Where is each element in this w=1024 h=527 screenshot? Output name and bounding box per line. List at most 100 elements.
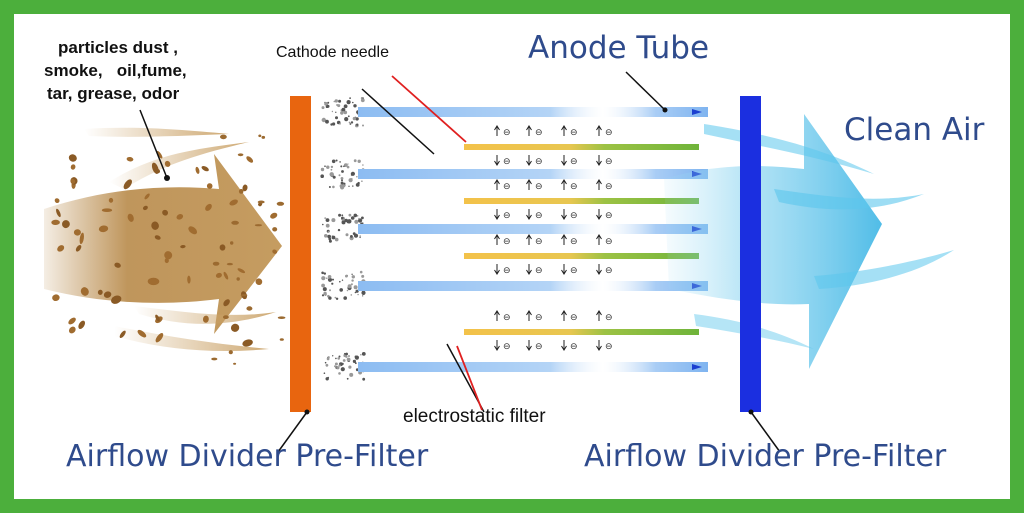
anode-tube [358,107,708,117]
anode-pointer-dot [662,107,668,113]
dust-speck [332,278,334,281]
ion-arrow-icon [494,179,500,190]
dust-speck [329,172,334,177]
dust-speck [321,294,325,297]
ion-arrow-icon [596,155,602,166]
particle [276,201,285,206]
cathode-pointer-line-red [391,75,467,143]
dust-speck [340,181,344,185]
prefilter-left [290,96,311,412]
dust-speck [323,291,327,296]
filter-pointer-line-red [456,345,483,411]
dust-speck [353,285,358,290]
flow-arrow-icon [692,109,702,115]
dust-speck [356,176,358,178]
particle [202,315,209,323]
particle [236,277,240,281]
flow-arrow-icon [692,364,702,370]
dust-puff-icon [322,213,365,243]
ion-arrow-icon [526,264,532,275]
particle [75,245,82,252]
particle [238,189,244,194]
prefilter-right-pointer [750,411,781,453]
dust-speck [331,159,336,164]
dust-speck [324,361,327,364]
particle [151,221,159,230]
dust-speck [333,100,336,103]
dust-speck [323,372,326,375]
dust-speck [325,363,329,367]
dust-speck [350,235,353,238]
dust-speck [347,115,350,118]
particle [70,178,76,184]
airflow-diagram: ⊖⊖⊖⊖⊖⊖⊖⊖⊖⊖⊖⊖⊖⊖⊖⊖⊖⊖⊖⊖⊖⊖⊖⊖⊖⊖⊖⊖⊖⊖⊖⊖ [44,71,954,453]
dust-speck [330,168,333,171]
dust-speck [352,116,357,121]
ion-arrow-icon [561,340,567,351]
particle [155,314,160,322]
particle [188,226,198,235]
pollutants-label-line2: smoke, oil,fume, [44,61,187,80]
cathode-needle [464,198,699,204]
particle [272,227,278,232]
dust-speck [357,293,359,296]
particle [195,166,200,174]
particle [127,213,134,222]
dust-speck [343,104,348,109]
dust-speck [322,223,324,226]
dust-speck [334,99,338,103]
ion-symbol: ⊖ [535,313,543,323]
dust-speck [344,352,346,355]
dust-speck [359,236,361,239]
ion-arrow-icon [596,234,602,245]
dust-speck [360,98,365,103]
ion-arrow-icon [596,125,602,136]
cathode-needle [464,144,699,150]
particle [80,287,89,296]
ion-symbol: ⊖ [535,182,543,192]
particle [108,197,114,203]
dust-speck [350,121,354,124]
dust-speck [330,165,334,169]
dust-speck [328,237,332,241]
ion-symbol: ⊖ [535,342,543,352]
ion-arrow-icon [526,155,532,166]
particle [123,179,132,190]
dust-speck [329,289,331,292]
cathode-pointer-line-black [361,88,435,155]
dust-speck [340,177,344,180]
ion-arrow-icon [526,125,532,136]
particle [54,198,60,204]
anode-tube [358,169,708,179]
dust-speck [358,218,363,223]
clean-air-wisp [774,189,924,210]
dust-speck [346,165,350,169]
diagram-frame: ⊖⊖⊖⊖⊖⊖⊖⊖⊖⊖⊖⊖⊖⊖⊖⊖⊖⊖⊖⊖⊖⊖⊖⊖⊖⊖⊖⊖⊖⊖⊖⊖ particl… [0,0,1024,513]
dust-speck [348,178,353,183]
anode-tube [358,224,708,234]
dust-speck [327,234,332,239]
dust-speck [362,164,364,166]
ion-symbol: ⊖ [535,128,543,138]
ion-arrow-icon [561,155,567,166]
ion-symbol: ⊖ [503,313,511,323]
dust-speck [352,185,354,187]
ion-arrow-icon [526,209,532,220]
ion-arrow-icon [561,310,567,321]
dust-speck [321,271,324,275]
dust-speck [338,372,341,375]
particle [229,199,238,206]
particle [272,249,278,254]
ion-symbol: ⊖ [605,157,613,167]
dust-speck [336,366,340,370]
dust-speck [344,117,349,122]
dust-speck [359,235,362,237]
ion-arrow-icon [494,125,500,136]
dust-speck [346,357,351,362]
particle [230,241,234,245]
dirty-air-wisp [109,142,249,189]
particle [211,357,218,361]
dust-speck [326,357,330,361]
dust-puffs [320,97,366,381]
prefilter-left-pointer-dot [304,409,310,415]
